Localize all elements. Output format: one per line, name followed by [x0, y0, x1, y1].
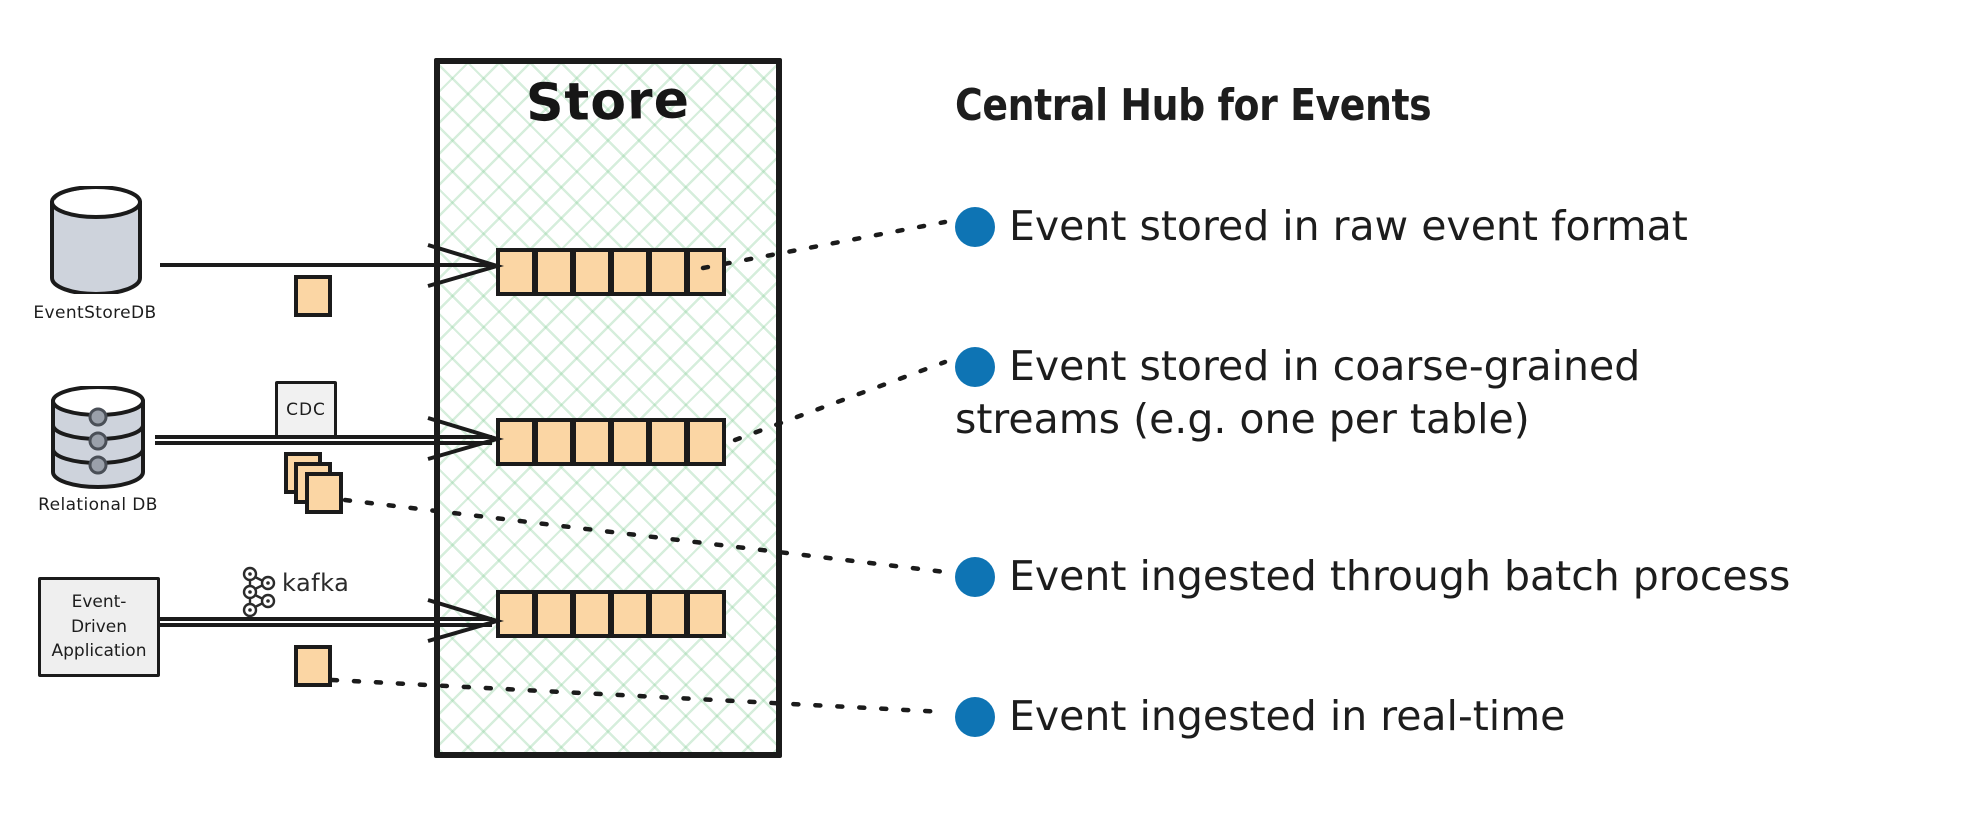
event-row-coarse [496, 418, 726, 466]
cdc-box: CDC [275, 381, 337, 439]
event-square-realtime [294, 645, 332, 687]
event-block [534, 248, 574, 296]
event-row-realtime [496, 590, 726, 638]
page-title: Central Hub for Events [955, 80, 1432, 131]
bullet-dot-icon [955, 207, 995, 247]
bullet-label: Event ingested in real-time [1009, 692, 1566, 740]
relational-db-label: Relational DB [38, 495, 158, 515]
relational-db-cylinder-icon [46, 386, 150, 492]
eventstoredb-label: EventStoreDB [33, 303, 157, 323]
event-block [686, 248, 726, 296]
app-label-line-3: Application [51, 641, 147, 662]
bullet-dot-icon [955, 697, 995, 737]
app-label-line-2: Driven [70, 616, 128, 637]
bullet-item-raw-event-format: Event stored in raw event format [955, 200, 1955, 253]
store-title: Store [525, 70, 691, 134]
bullet-label: Event stored in coarse-grained streams (… [955, 340, 1641, 447]
store-container [434, 58, 782, 758]
bullet-item-real-time: Event ingested in real-time [955, 690, 1955, 743]
event-block [686, 418, 726, 466]
bullet-label: Event stored in raw event format [1009, 202, 1688, 250]
event-block [572, 590, 612, 638]
event-block [496, 418, 536, 466]
event-block [496, 590, 536, 638]
bullet-item-coarse-grained-streams: Event stored in coarse-grained streams (… [955, 340, 1955, 447]
event-square-stack-front [305, 472, 343, 514]
event-block [610, 590, 650, 638]
event-block [496, 248, 536, 296]
event-block [686, 590, 726, 638]
event-block [572, 418, 612, 466]
kafka-label: kafka [282, 569, 350, 597]
event-block [534, 590, 574, 638]
event-block [610, 248, 650, 296]
kafka-logo-icon [238, 565, 282, 625]
bullet-label-line-2: streams (e.g. one per table) [955, 395, 1530, 444]
event-row-raw [496, 248, 726, 296]
event-block [610, 418, 650, 466]
bullet-label-line-1: Event stored in coarse-grained [1009, 342, 1641, 390]
bullet-dot-icon [955, 347, 995, 387]
bullet-dot-icon [955, 557, 995, 597]
bullet-label: Event ingested through batch process [1009, 552, 1791, 600]
event-driven-application-box: Event- Driven Application [38, 577, 160, 677]
event-block [648, 418, 688, 466]
event-block [648, 590, 688, 638]
bullet-item-batch-process: Event ingested through batch process [955, 550, 1955, 603]
event-block [648, 248, 688, 296]
event-square-eventstore [294, 275, 332, 317]
event-block [534, 418, 574, 466]
event-block [572, 248, 612, 296]
panel: Central Hub for Events [955, 80, 1935, 131]
app-label-line-1: Event- [71, 592, 127, 613]
eventstoredb-cylinder-icon [46, 186, 146, 294]
